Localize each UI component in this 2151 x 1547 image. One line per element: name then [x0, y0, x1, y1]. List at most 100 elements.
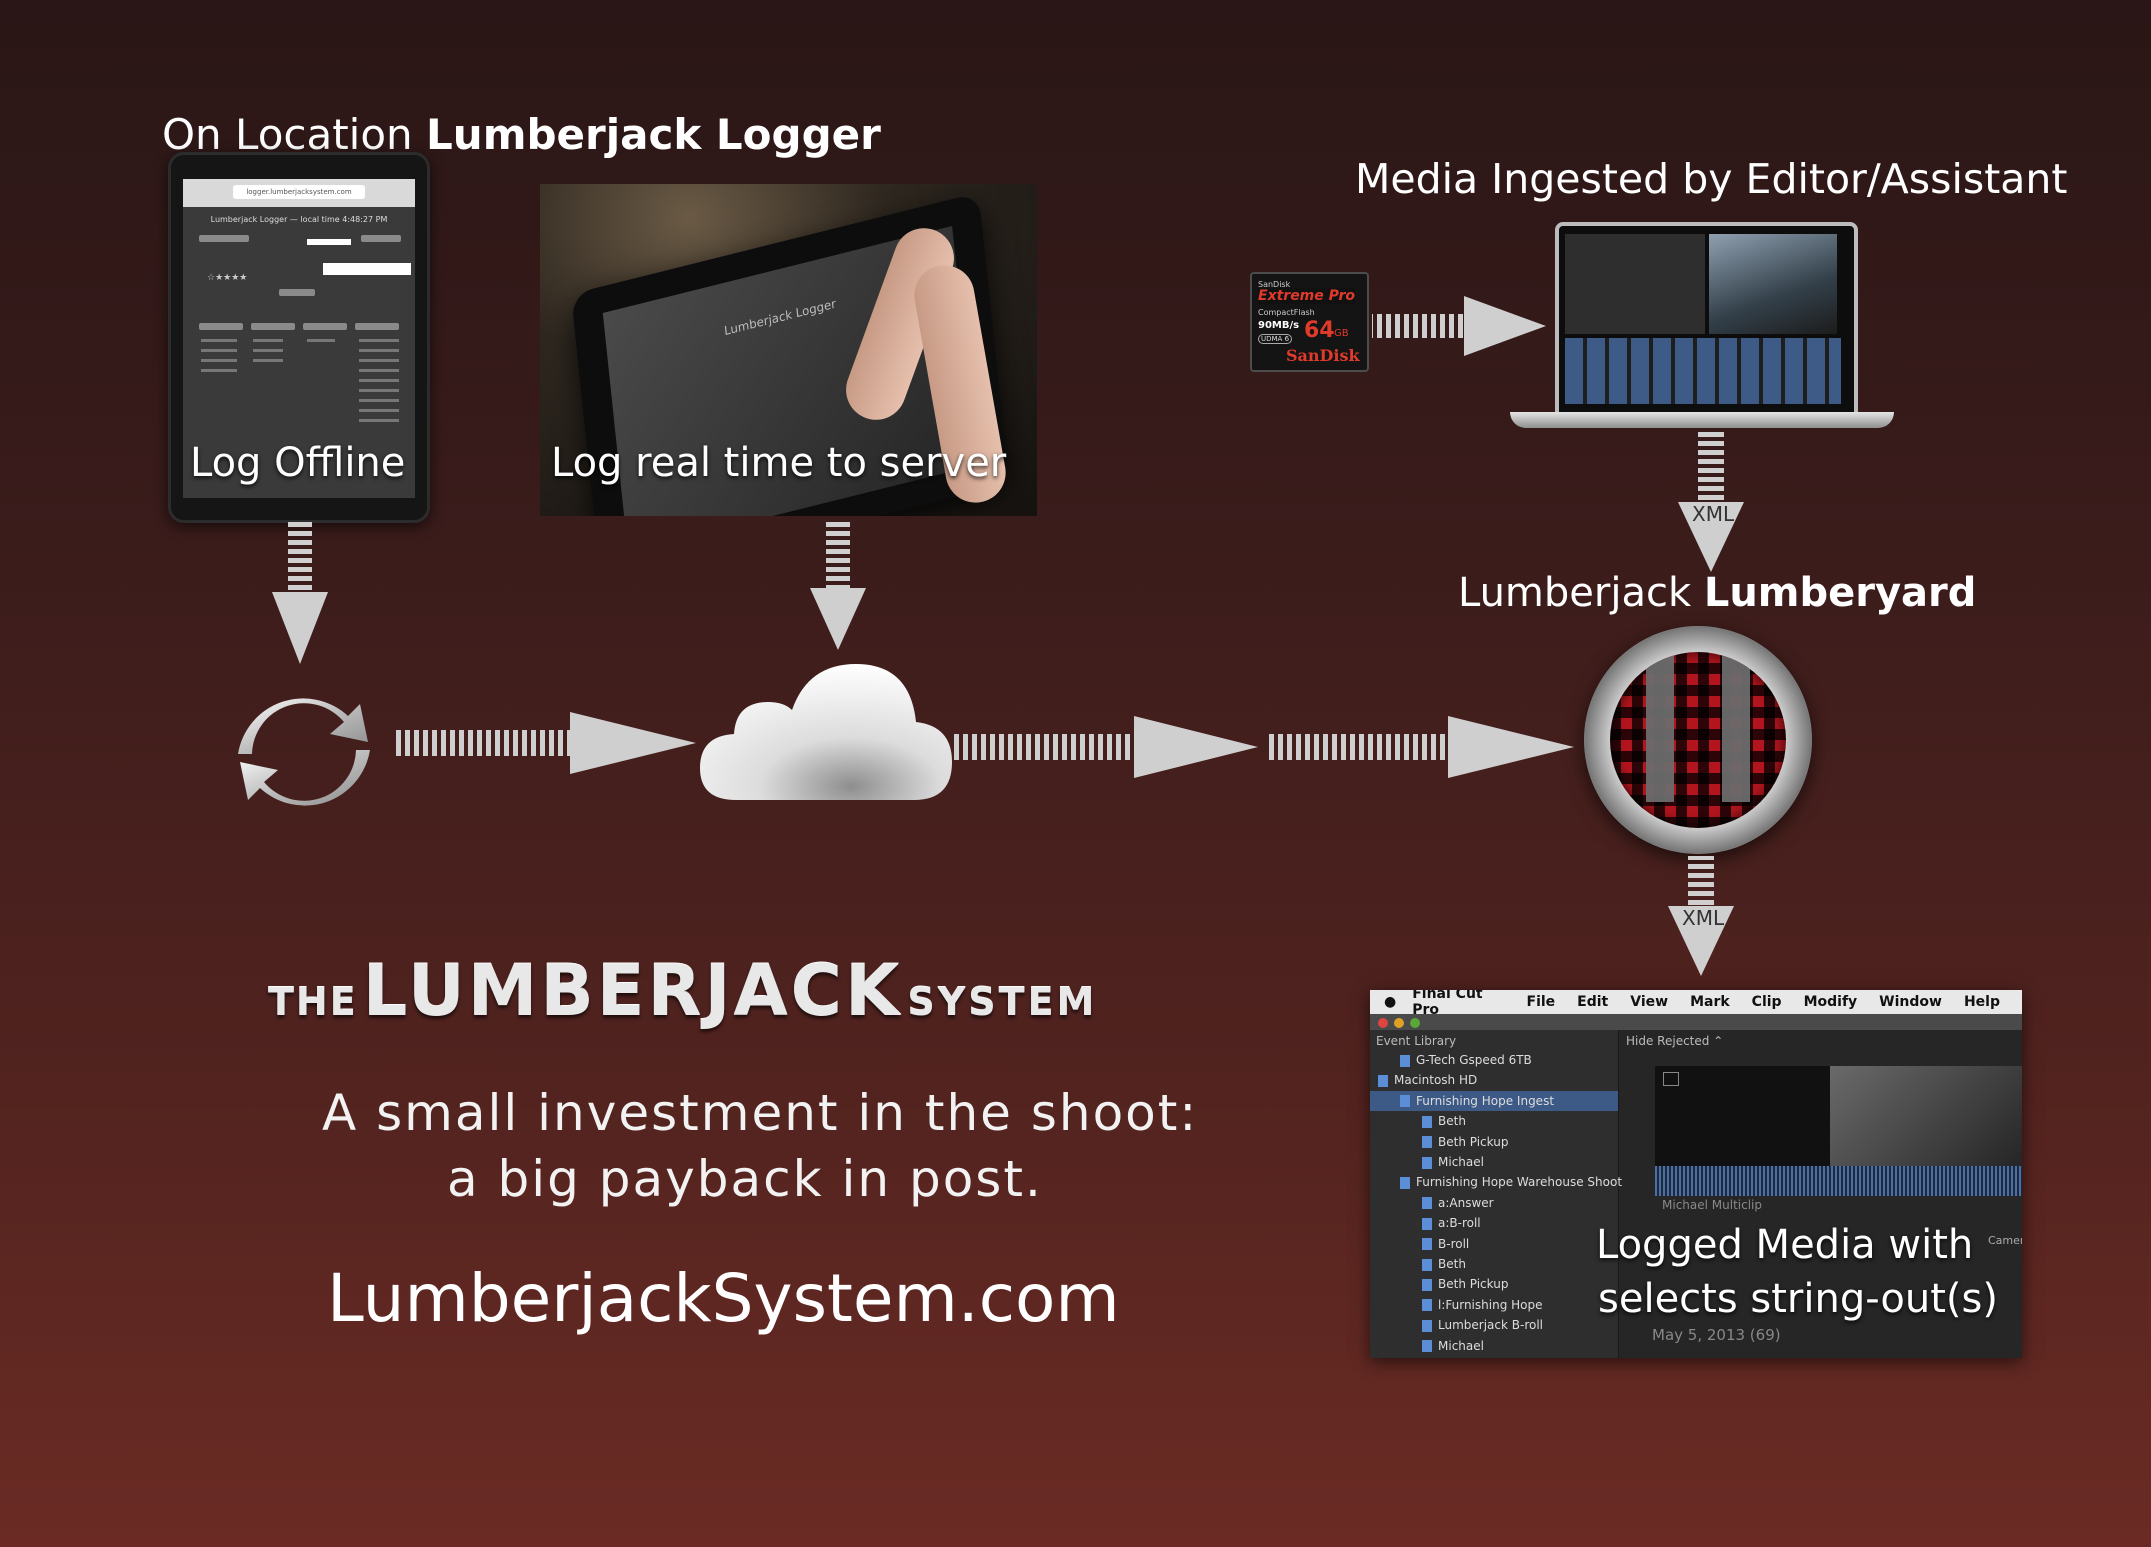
laptop-timeline — [1565, 338, 1841, 404]
laptop-screen — [1555, 222, 1858, 422]
library-item[interactable]: G-Tech Gspeed 6TB — [1370, 1050, 1618, 1070]
fcp-menu-edit[interactable]: Edit — [1577, 994, 1609, 1010]
library-item-label: Lumberjack B-roll — [1438, 1318, 1543, 1333]
library-item[interactable]: Beth Pickup — [1370, 1274, 1618, 1294]
fcp-menu-clip[interactable]: Clip — [1751, 994, 1782, 1010]
ipad-list-line — [253, 359, 283, 362]
ipad-screen: logger.lumberjacksystem.com Lumberjack L… — [183, 179, 415, 498]
sd-speed: 90MB/s — [1258, 320, 1300, 331]
ipad-button — [199, 235, 249, 242]
lumberyard-icon — [1584, 626, 1812, 854]
website-link[interactable]: LumberjackSystem.com — [327, 1260, 1120, 1337]
date-row[interactable]: May 5, 2013 (69) — [1652, 1326, 1781, 1344]
library-item[interactable]: Macintosh HD — [1370, 1070, 1618, 1090]
sd-brand-small: SanDisk — [1258, 280, 1291, 289]
library-item[interactable]: Michael — [1370, 1152, 1618, 1172]
fcp-menu-file[interactable]: File — [1526, 994, 1556, 1010]
arrow-photo-to-cloud — [810, 518, 866, 650]
ipad-list-line — [359, 349, 399, 352]
lumberyard-heading-bold: Lumberyard — [1703, 570, 1977, 616]
fcp-menu-window[interactable]: Window — [1879, 994, 1942, 1010]
library-item-label: Beth — [1438, 1257, 1466, 1271]
grid-view-icon[interactable] — [1663, 1072, 1679, 1086]
fcp-menu-help[interactable]: Help — [1963, 994, 2000, 1010]
library-item[interactable]: Beth — [1370, 1254, 1618, 1274]
library-item[interactable]: a:B-roll — [1370, 1213, 1618, 1233]
library-item[interactable]: Beth — [1370, 1111, 1618, 1131]
library-item[interactable]: Furnishing Hope Warehouse Shoot — [1370, 1172, 1622, 1192]
lumberyard-heading-prefix: Lumberjack — [1458, 570, 1704, 616]
ipad-url: logger.lumberjacksystem.com — [233, 185, 365, 199]
library-item[interactable]: l:Furnishing Hope — [1370, 1295, 1618, 1315]
ipad-list-line — [201, 369, 237, 372]
library-item[interactable]: Beth Pickup — [1370, 1132, 1618, 1152]
sd-brand: SanDisk — [1286, 346, 1360, 365]
brand-wordmark: THE LUMBERJACK SYSTEM — [268, 950, 1097, 1032]
fcp-menu-view[interactable]: View — [1630, 994, 1669, 1010]
ipad-input-field — [323, 263, 411, 275]
close-icon[interactable] — [1378, 1018, 1388, 1028]
brand-system: SYSTEM — [907, 980, 1098, 1024]
library-item[interactable]: Lumberjack B-roll — [1370, 1315, 1618, 1335]
apple-icon: ● — [1384, 994, 1397, 1010]
arrow-sync-to-cloud — [392, 712, 696, 774]
sd-type: CompactFlash — [1258, 308, 1315, 317]
library-item[interactable]: Furnishing Hope Ingest — [1370, 1090, 1618, 1111]
plaid-pattern — [1610, 652, 1786, 828]
library-item-label: a:B-roll — [1438, 1216, 1481, 1231]
fcp-menu-mark[interactable]: Mark — [1690, 994, 1730, 1010]
sd-udma: UDMA 6 — [1258, 334, 1293, 344]
logger-heading: On Location Lumberjack Logger — [162, 110, 881, 159]
library-item[interactable]: B-roll — [1370, 1234, 1618, 1254]
ipad-list-line — [359, 389, 399, 392]
library-item[interactable]: a:Answer — [1370, 1193, 1618, 1213]
keyword-collection-icon — [1422, 1319, 1432, 1332]
library-item[interactable]: Michael — [1370, 1336, 1618, 1356]
sd-unit: GB — [1334, 328, 1349, 339]
log-realtime-caption: Log real time to server — [551, 440, 1007, 486]
arrow-ipad-to-sync — [272, 520, 328, 664]
keyword-collection-icon — [1422, 1197, 1432, 1210]
xml-label-top: XML — [1692, 502, 1735, 526]
laptop-viewer-image — [1709, 234, 1837, 334]
ipad-button — [303, 323, 347, 330]
ipad-list-line — [201, 359, 237, 362]
cloud-icon — [700, 664, 952, 800]
logger-heading-prefix: On Location — [162, 110, 427, 159]
keyword-collection-icon — [1422, 1299, 1432, 1312]
ipad-logger-device: logger.lumberjacksystem.com Lumberjack L… — [168, 152, 430, 523]
ipad-rating: ☆★★★★ — [207, 273, 248, 283]
tagline-line2: a big payback in post. — [447, 1150, 1043, 1208]
library-item-label: Furnishing Hope Ingest — [1416, 1093, 1555, 1108]
ipad-list-line — [359, 419, 399, 422]
keyword-collection-icon — [1422, 1278, 1432, 1291]
ipad-screen-heading: Lumberjack Logger — local time 4:48:27 P… — [210, 215, 388, 224]
ipad-button — [279, 289, 315, 296]
sd-model: Extreme Pro — [1258, 288, 1355, 304]
zoom-icon[interactable] — [1410, 1018, 1420, 1028]
hide-rejected-select[interactable]: Hide Rejected ⌃ — [1626, 1034, 1724, 1048]
lumberyard-heading: Lumberjack Lumberyard — [1458, 570, 1976, 616]
library-item-label: Beth Pickup — [1438, 1134, 1509, 1149]
event-icon — [1400, 1054, 1410, 1067]
keyword-collection-icon — [1422, 1258, 1432, 1271]
fcp-menu-modify[interactable]: Modify — [1803, 994, 1858, 1010]
arrow-to-lumberyard — [1268, 716, 1574, 778]
ipad-list-line — [253, 339, 283, 342]
ipad-list-line — [359, 359, 399, 362]
audio-waveform — [1655, 1166, 2022, 1196]
event-icon — [1378, 1074, 1388, 1087]
arrow-cloud-to-right — [954, 716, 1258, 778]
ipad-list-line — [359, 379, 399, 382]
ipad-list-line — [253, 349, 283, 352]
ingest-heading: Media Ingested by Editor/Assistant — [1355, 155, 2068, 203]
minimize-icon[interactable] — [1394, 1018, 1404, 1028]
event-library-header: Event Library — [1376, 1034, 1457, 1048]
sync-icon — [238, 698, 370, 806]
log-offline-caption: Log Offline — [190, 440, 406, 486]
ipad-button — [251, 323, 295, 330]
ipad-list-line — [359, 369, 399, 372]
event-icon — [1400, 1176, 1410, 1189]
ipad-list-line — [359, 339, 399, 342]
